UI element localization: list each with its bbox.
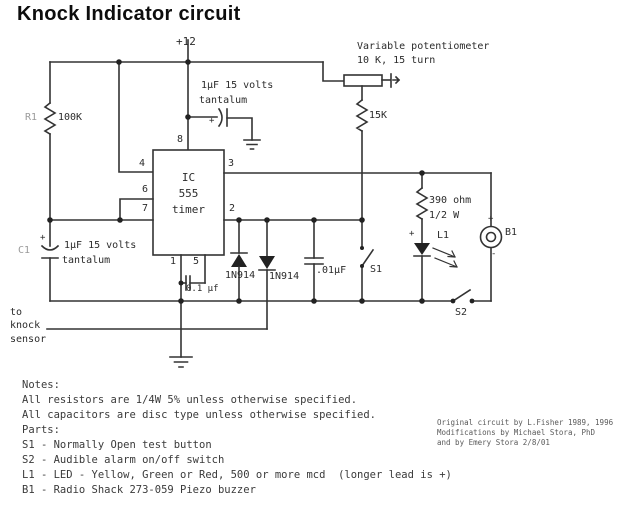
resistor-r1-ref: R1 xyxy=(25,112,38,123)
switch-s1-ref: S1 xyxy=(370,264,383,275)
pin4-label: 4 xyxy=(139,158,146,169)
diode2-value: 1N914 xyxy=(269,271,300,282)
ic-label-line2: 555 xyxy=(178,187,199,200)
capacitor-c1 xyxy=(40,219,60,302)
capacitor-c1-value-line2: tantalum xyxy=(62,255,111,266)
capacitor-c1-polarity: + xyxy=(40,233,46,243)
resistor-r1 xyxy=(43,61,57,221)
cap-top-polarity: + xyxy=(209,116,215,126)
capacitor-c1-ref: C1 xyxy=(18,245,31,256)
buzzer-b1-symbol xyxy=(479,172,503,302)
ground-symbol-main xyxy=(169,356,193,368)
capacitor-tantalum-top xyxy=(187,107,261,150)
resistor-15k xyxy=(355,98,369,221)
capacitor-c1-value-line1: 1µF 15 volts xyxy=(64,240,137,251)
ic-label-line1: IC xyxy=(181,171,196,184)
buzzer-plus: + xyxy=(488,214,494,224)
knock-label-line1: to xyxy=(10,307,23,318)
capacitor-disc-value: .01µF xyxy=(316,265,347,276)
ground-symbol-top xyxy=(243,139,261,150)
pin7-label: 7 xyxy=(142,203,149,214)
diode1-value: 1N914 xyxy=(225,270,256,281)
diode-1n914-right xyxy=(258,219,276,330)
buzzer-minus: - xyxy=(491,249,497,259)
pin4-wire xyxy=(118,61,154,173)
credit-line1: Original circuit by L.Fisher 1989, 1996 xyxy=(437,418,614,427)
resistor-390-value-line1: 390 ohm xyxy=(429,195,472,206)
supply-label: +12 xyxy=(176,35,196,48)
knock-label-line2: knock xyxy=(10,320,41,331)
knock-label-line3: sensor xyxy=(10,334,47,345)
capacitor-bypass xyxy=(180,254,206,291)
pin6-wire xyxy=(119,198,154,221)
potentiometer-symbol xyxy=(322,61,401,101)
page-title: Knock Indicator circuit xyxy=(17,3,241,25)
part-l1: L1 - LED - Yellow, Green or Red, 500 or … xyxy=(22,469,452,481)
potentiometer-label-line1: Variable potentiometer xyxy=(357,41,490,52)
buzzer-ref: B1 xyxy=(505,227,518,238)
part-b1: B1 - Radio Shack 273-059 Piezo buzzer xyxy=(22,484,256,496)
note-capacitors: All capacitors are disc type unless othe… xyxy=(22,409,377,421)
led-ref: L1 xyxy=(437,230,450,241)
potentiometer-label-line2: 10 K, 15 turn xyxy=(357,55,436,66)
pin1-label: 1 xyxy=(170,256,177,267)
credit-line3: and by Emery Stora 2/8/01 xyxy=(437,438,550,447)
capacitor-disc xyxy=(304,219,324,302)
note-resistors: All resistors are 1/4W 5% unless otherwi… xyxy=(22,394,358,406)
credits-block: Original circuit by L.Fisher 1989, 1996 … xyxy=(437,418,613,448)
notes-heading: Notes: xyxy=(22,379,60,391)
cap-top-value-line1: 1µF 15 volts xyxy=(201,80,274,91)
resistor-390 xyxy=(415,172,429,244)
cap-top-value-line2: tantalum xyxy=(199,95,248,106)
switch-s2-symbol xyxy=(451,288,472,303)
part-s1: S1 - Normally Open test button xyxy=(22,439,212,451)
part-s2: S2 - Audible alarm on/off switch xyxy=(22,454,225,466)
ic-555-outline xyxy=(152,149,225,256)
resistor-390-value-line2: 1/2 W xyxy=(429,210,460,221)
pin3-label: 3 xyxy=(228,158,235,169)
switch-s2-ref: S2 xyxy=(455,307,468,318)
led-l1-symbol xyxy=(413,243,458,302)
ic-555-text: IC 555 timer xyxy=(153,170,224,218)
pin5-label: 5 xyxy=(193,256,200,267)
pin2-label: 2 xyxy=(229,203,236,214)
led-polarity: + xyxy=(409,229,415,239)
credit-line2: Modifications by Michael Stora, PhD xyxy=(437,428,596,437)
resistor-15k-value: 15K xyxy=(369,110,388,121)
ic-label-line3: timer xyxy=(171,203,206,216)
resistor-r1-value: 100K xyxy=(58,112,83,123)
parts-heading: Parts: xyxy=(22,424,60,436)
pin8-label: 8 xyxy=(177,134,184,145)
diode-1n914-left xyxy=(230,219,248,302)
junction-dots xyxy=(47,59,475,304)
switch-s1-symbol xyxy=(360,219,375,302)
pin6-label: 6 xyxy=(142,184,149,195)
notes-block: Notes: All resistors are 1/4W 5% unless … xyxy=(22,378,452,498)
capacitor-bypass-value: 0.1 µf xyxy=(186,284,219,294)
